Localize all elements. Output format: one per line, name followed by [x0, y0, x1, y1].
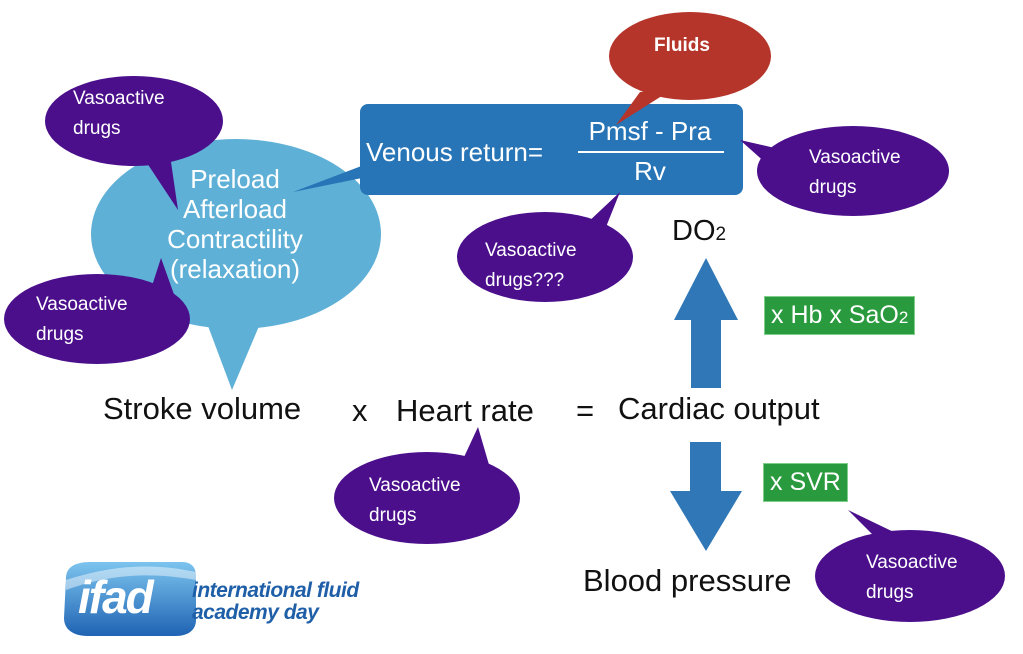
drugs-line: drugs	[809, 177, 857, 198]
stroke-volume-label: Stroke volume	[103, 391, 302, 426]
hb-sao2-text: x Hb x SaO	[771, 301, 899, 329]
ifad-logo-icon	[64, 562, 196, 636]
preload-line: Preload	[190, 164, 280, 194]
vasoactive-line: Vasoactive	[369, 475, 461, 496]
fluids-bubble	[609, 12, 771, 125]
vasoactive-bubble-bottom	[334, 427, 520, 544]
vasoactive-text-top-left: Vasoactive drugs	[73, 84, 165, 144]
drugs-line: drugs	[369, 505, 417, 526]
heart-rate-label: Heart rate	[396, 393, 534, 428]
svr-box: x SVR	[763, 463, 848, 502]
vasoactive-text-center: Vasoactive drugs???	[485, 236, 577, 296]
vasoactive-bubble-top-left	[45, 76, 223, 210]
do2-label: DO2	[672, 217, 726, 246]
times-sign: x	[352, 393, 368, 428]
up-arrow-icon	[674, 258, 738, 388]
vasoactive-text-right: Vasoactive drugs	[809, 143, 901, 203]
logo-line-2: academy day	[192, 601, 319, 624]
sao2-subscript: 2	[898, 308, 909, 327]
contractility-line: Contractility	[167, 224, 303, 254]
afterload-line: Afterload	[182, 194, 288, 224]
vasoactive-line: Vasoactive	[73, 88, 165, 109]
vasoactive-bubble-right	[740, 126, 949, 216]
logo-line-1: international fluid	[192, 579, 359, 602]
do2-subscript: 2	[715, 224, 727, 245]
equals-sign: =	[576, 393, 595, 428]
ifad-logo-text: international fluid academy day	[192, 580, 359, 624]
vasoactive-line: Vasoactive	[485, 240, 577, 261]
drugs-line: drugs	[73, 118, 121, 139]
fluids-label: Fluids	[654, 35, 710, 56]
vasoactive-text-left: Vasoactive drugs	[36, 290, 128, 350]
vasoactive-bubble-bottom-right	[815, 510, 1005, 622]
blood-pressure-label: Blood pressure	[583, 563, 792, 598]
venous-return-denominator: Rv	[634, 156, 666, 186]
vasoactive-text-bottom-right: Vasoactive drugs	[866, 548, 958, 608]
drugs-line: drugs???	[485, 270, 565, 291]
vasoactive-line: Vasoactive	[866, 552, 958, 573]
cardiac-output-label: Cardiac output	[618, 391, 820, 426]
venous-return-label: Venous return=	[366, 137, 544, 167]
ifad-logo-mark: ifad	[78, 571, 154, 623]
drugs-line: drugs	[866, 582, 914, 603]
down-arrow-icon	[670, 442, 742, 551]
venous-return-numerator: Pmsf - Pra	[588, 116, 712, 146]
vasoactive-line: Vasoactive	[36, 294, 128, 315]
relaxation-line: (relaxation)	[169, 254, 301, 284]
vasoactive-bubble-center	[457, 192, 633, 302]
vasoactive-line: Vasoactive	[809, 147, 901, 168]
vasoactive-bubble-left	[4, 258, 190, 364]
hb-sao2-box: x Hb x SaO2	[764, 296, 916, 335]
do2-text: DO	[672, 215, 716, 247]
vasoactive-text-bottom: Vasoactive drugs	[369, 471, 461, 531]
preload-text: Preload Afterload Contractility (relaxat…	[135, 164, 335, 284]
venous-return-box	[293, 104, 743, 195]
drugs-line: drugs	[36, 324, 84, 345]
